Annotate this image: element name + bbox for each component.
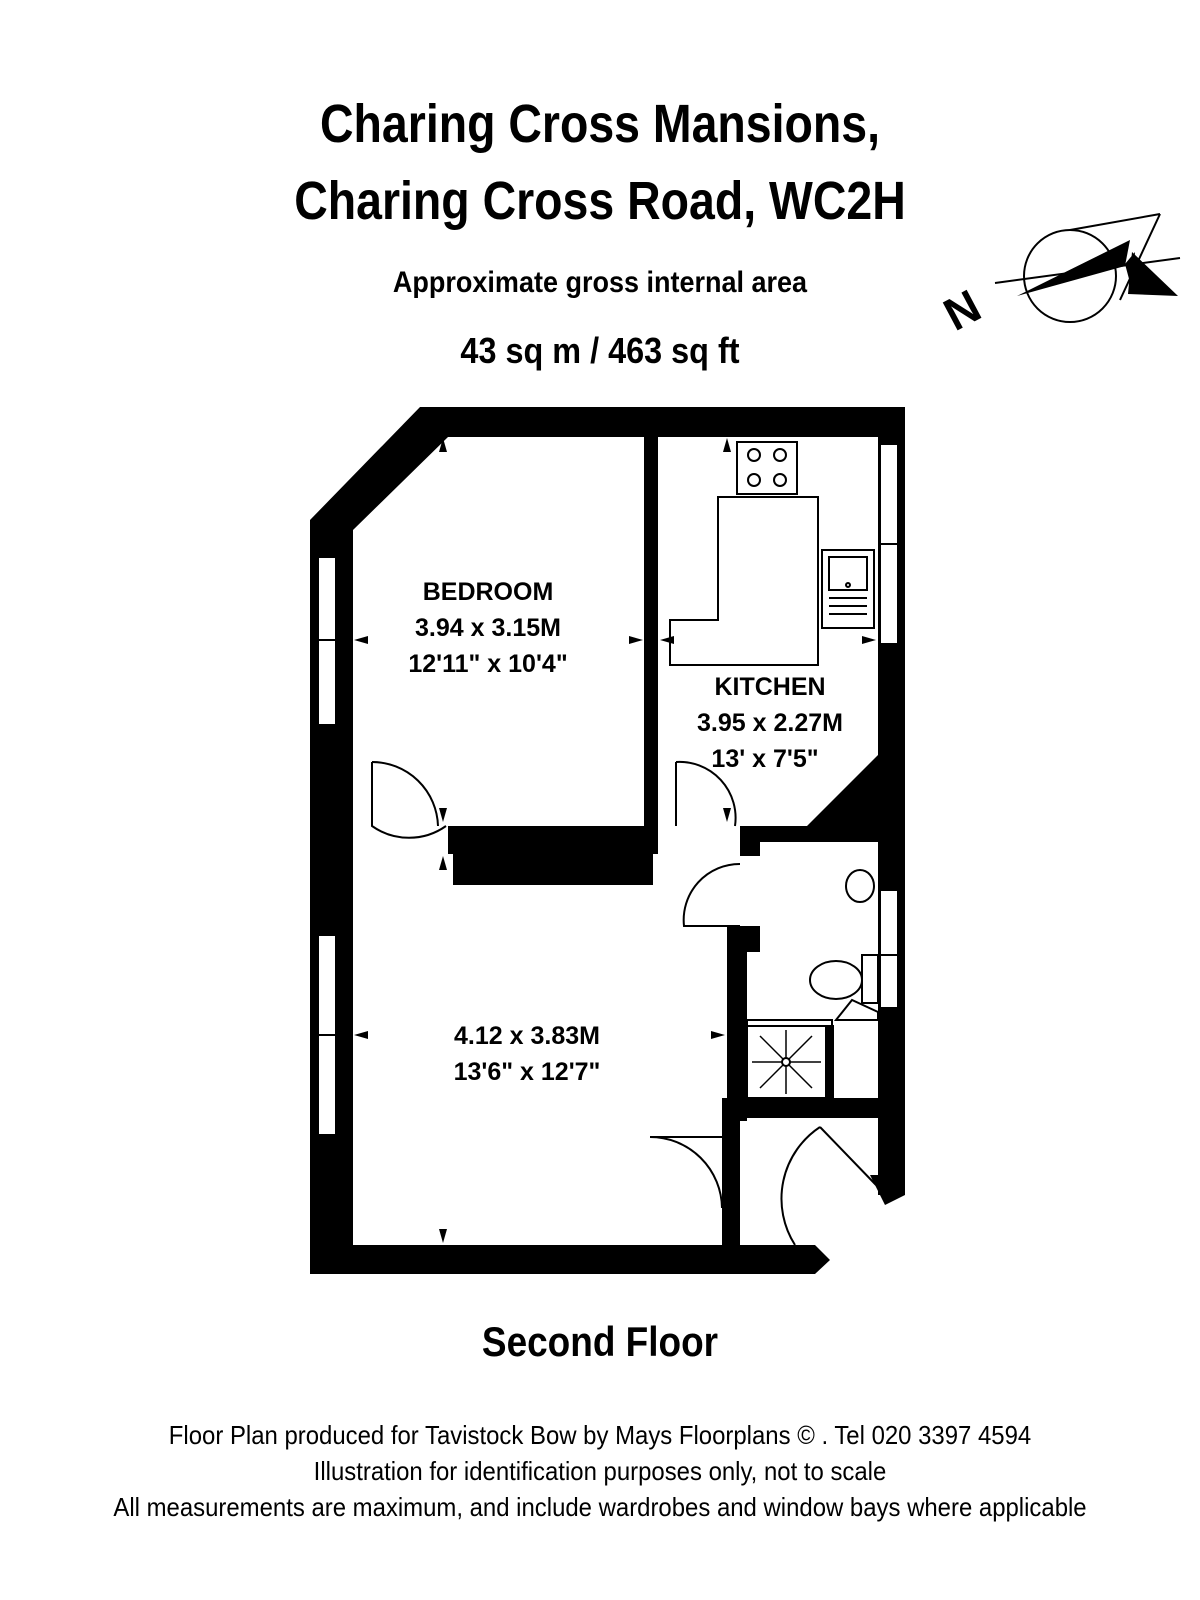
area-value: 43 sq m / 463 sq ft — [460, 330, 740, 371]
bedroom-imperial: 12'11" x 10'4" — [408, 650, 567, 678]
bedroom-metric: 3.94 x 3.15M — [415, 614, 561, 642]
windows-left — [317, 556, 337, 1136]
windows-right — [879, 443, 899, 1009]
area-label: Approximate gross internal area — [392, 266, 808, 299]
doors — [371, 760, 877, 1246]
shower-door — [833, 998, 879, 1021]
compass-north-label: N — [935, 279, 989, 341]
kitchen-imperial: 13' x 7'5" — [711, 745, 818, 773]
property-title-line1: Charing Cross Mansions, — [320, 94, 880, 154]
basin-icon — [845, 869, 875, 903]
kitchen-name: KITCHEN — [714, 673, 825, 701]
kitchen-metric: 3.95 x 2.27M — [697, 709, 843, 737]
footer-line1: Floor Plan produced for Tavistock Bow by… — [168, 1420, 1032, 1450]
reception-imperial: 13'6" x 12'7" — [454, 1058, 601, 1086]
property-title-line2: Charing Cross Road, WC2H — [294, 171, 906, 231]
room-labels: BEDROOM 3.94 x 3.15M 12'11" x 10'4" KITC… — [408, 578, 843, 1086]
reception-metric: 4.12 x 3.83M — [454, 1022, 600, 1050]
kitchen-counter — [669, 496, 819, 666]
kitchen-fittings — [669, 441, 875, 666]
dimension-markers — [354, 438, 876, 1243]
bedroom-name: BEDROOM — [423, 578, 554, 606]
walls — [310, 407, 905, 1274]
footer-line2: Illustration for identification purposes… — [313, 1456, 887, 1486]
bathroom-fittings — [746, 869, 879, 1099]
hob-icon — [736, 441, 798, 495]
toilet-icon — [809, 960, 863, 1000]
floor-label: Second Floor — [481, 1318, 719, 1365]
cistern-icon — [861, 954, 879, 1004]
compass-icon: N — [935, 213, 1181, 341]
footer-line3: All measurements are maximum, and includ… — [113, 1492, 1087, 1522]
